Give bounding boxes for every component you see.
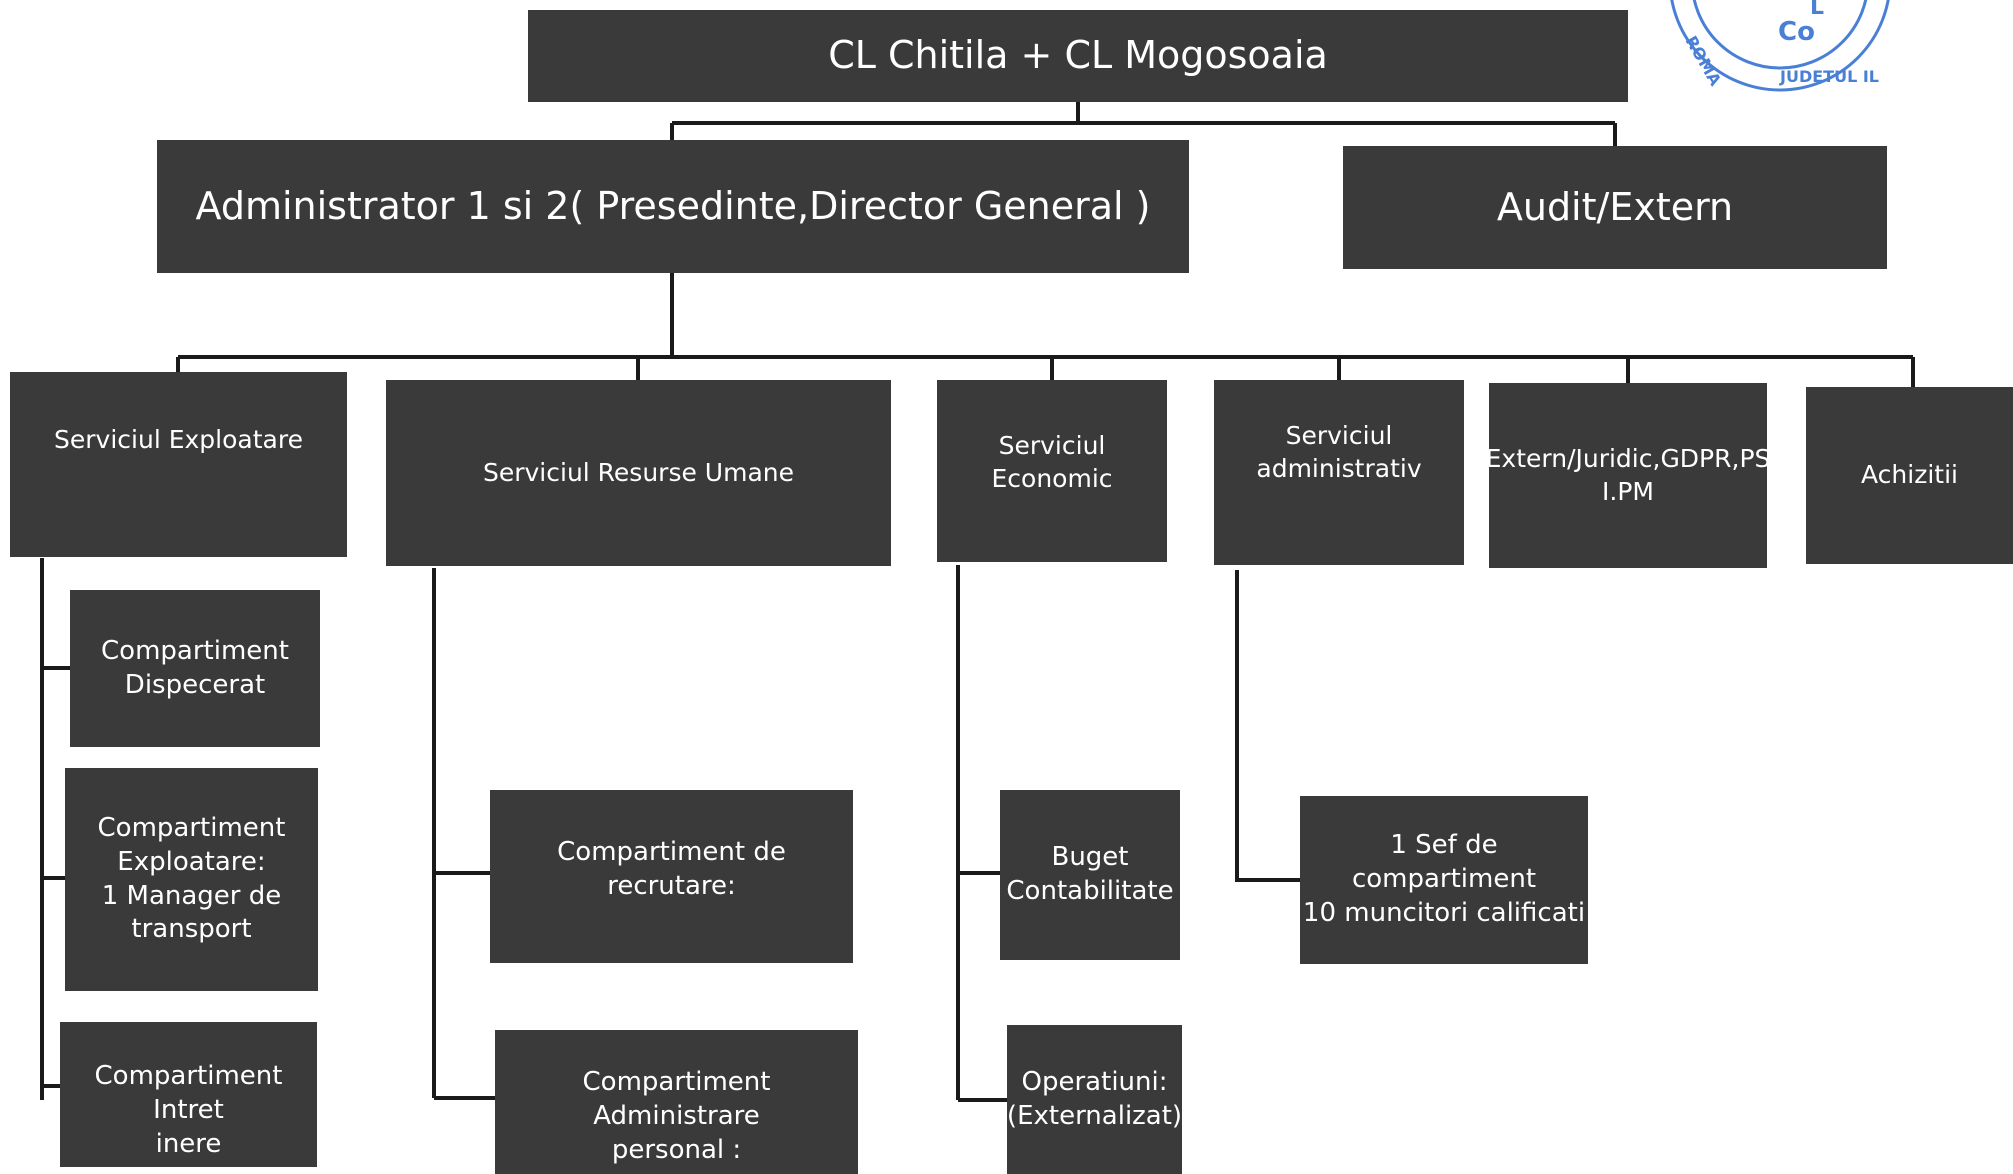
service-administrativ-label: Serviciul administrativ: [1256, 421, 1422, 483]
service-economic-label: Serviciul Economic: [991, 431, 1113, 493]
svg-text:JUDETUL IL: JUDETUL IL: [1779, 67, 1879, 86]
service-extern-juridic-label: Extern/Juridic,GDPR,PS I.PM: [1489, 444, 1767, 506]
unit-sef-compartiment: 1 Sef de compartiment 10 muncitori calif…: [1300, 796, 1588, 964]
service-achizitii: Achizitii: [1806, 387, 2013, 564]
connector-economic: [956, 565, 1007, 1102]
unit-administrare-personal-label: Compartiment Administrare personal :: [582, 1067, 771, 1165]
svg-text:ROMA: ROMA: [1682, 33, 1726, 90]
connector-administrativ: [1235, 570, 1300, 882]
service-administrativ: Serviciul administrativ: [1214, 380, 1464, 565]
audit-node: Audit/Extern: [1343, 146, 1887, 269]
unit-operatiuni: Operatiuni: (Externalizat): [1007, 1025, 1182, 1174]
svg-text:Co: Co: [1778, 17, 1815, 47]
unit-recrutare-label: Compartiment de recrutare:: [557, 837, 786, 901]
unit-buget-contabilitate-label: Buget Contabilitate: [1006, 842, 1174, 906]
admin-node: Administrator 1 si 2( Presedinte,Directo…: [157, 140, 1189, 273]
service-extern-juridic: Extern/Juridic,GDPR,PS I.PM: [1489, 383, 1767, 568]
service-economic: Serviciul Economic: [937, 380, 1167, 562]
unit-compartiment-dispecerat: Compartiment Dispecerat: [70, 590, 320, 747]
connector-exploatare: [40, 558, 70, 1100]
connector-resurse: [432, 568, 495, 1100]
official-stamp: ROMA JUDETUL IL Co L: [1660, 0, 1900, 110]
top-node-cl-chitila-mogosoaia: CL Chitila + CL Mogosoaia: [528, 10, 1628, 102]
service-achizitii-label: Achizitii: [1861, 460, 1958, 490]
connector-top: [670, 100, 1617, 146]
service-exploatare: Serviciul Exploatare: [10, 372, 347, 557]
unit-compartiment-intretinere: Compartiment Intret inere: [60, 1022, 317, 1167]
unit-buget-contabilitate: Buget Contabilitate: [1000, 790, 1180, 960]
unit-compartiment-exploatare: Compartiment Exploatare: 1 Manager de tr…: [65, 768, 318, 991]
service-exploatare-label: Serviciul Exploatare: [54, 425, 303, 454]
unit-compartiment-recrutare: Compartiment de recrutare:: [490, 790, 853, 963]
connector-admin: [176, 273, 1915, 387]
svg-text:L: L: [1810, 0, 1824, 20]
unit-operatiuni-label: Operatiuni: (Externalizat): [1006, 1066, 1183, 1131]
service-resurse-umane: Serviciul Resurse Umane: [386, 380, 891, 566]
audit-node-label: Audit/Extern: [1496, 184, 1734, 229]
unit-sef-compartiment-label: 1 Sef de compartiment 10 muncitori calif…: [1302, 830, 1586, 928]
service-resurse-umane-label: Serviciul Resurse Umane: [482, 457, 795, 487]
unit-exploatare-label: Compartiment Exploatare: 1 Manager de tr…: [97, 812, 286, 945]
top-node-label: CL Chitila + CL Mogosoaia: [828, 33, 1328, 78]
unit-compartiment-administrare-personal: Compartiment Administrare personal :: [495, 1030, 858, 1174]
admin-node-label: Administrator 1 si 2( Presedinte,Directo…: [195, 183, 1151, 228]
unit-intretinere-label: Compartiment Intret inere: [94, 1061, 283, 1159]
unit-dispecerat-label: Compartiment Dispecerat: [101, 635, 289, 700]
